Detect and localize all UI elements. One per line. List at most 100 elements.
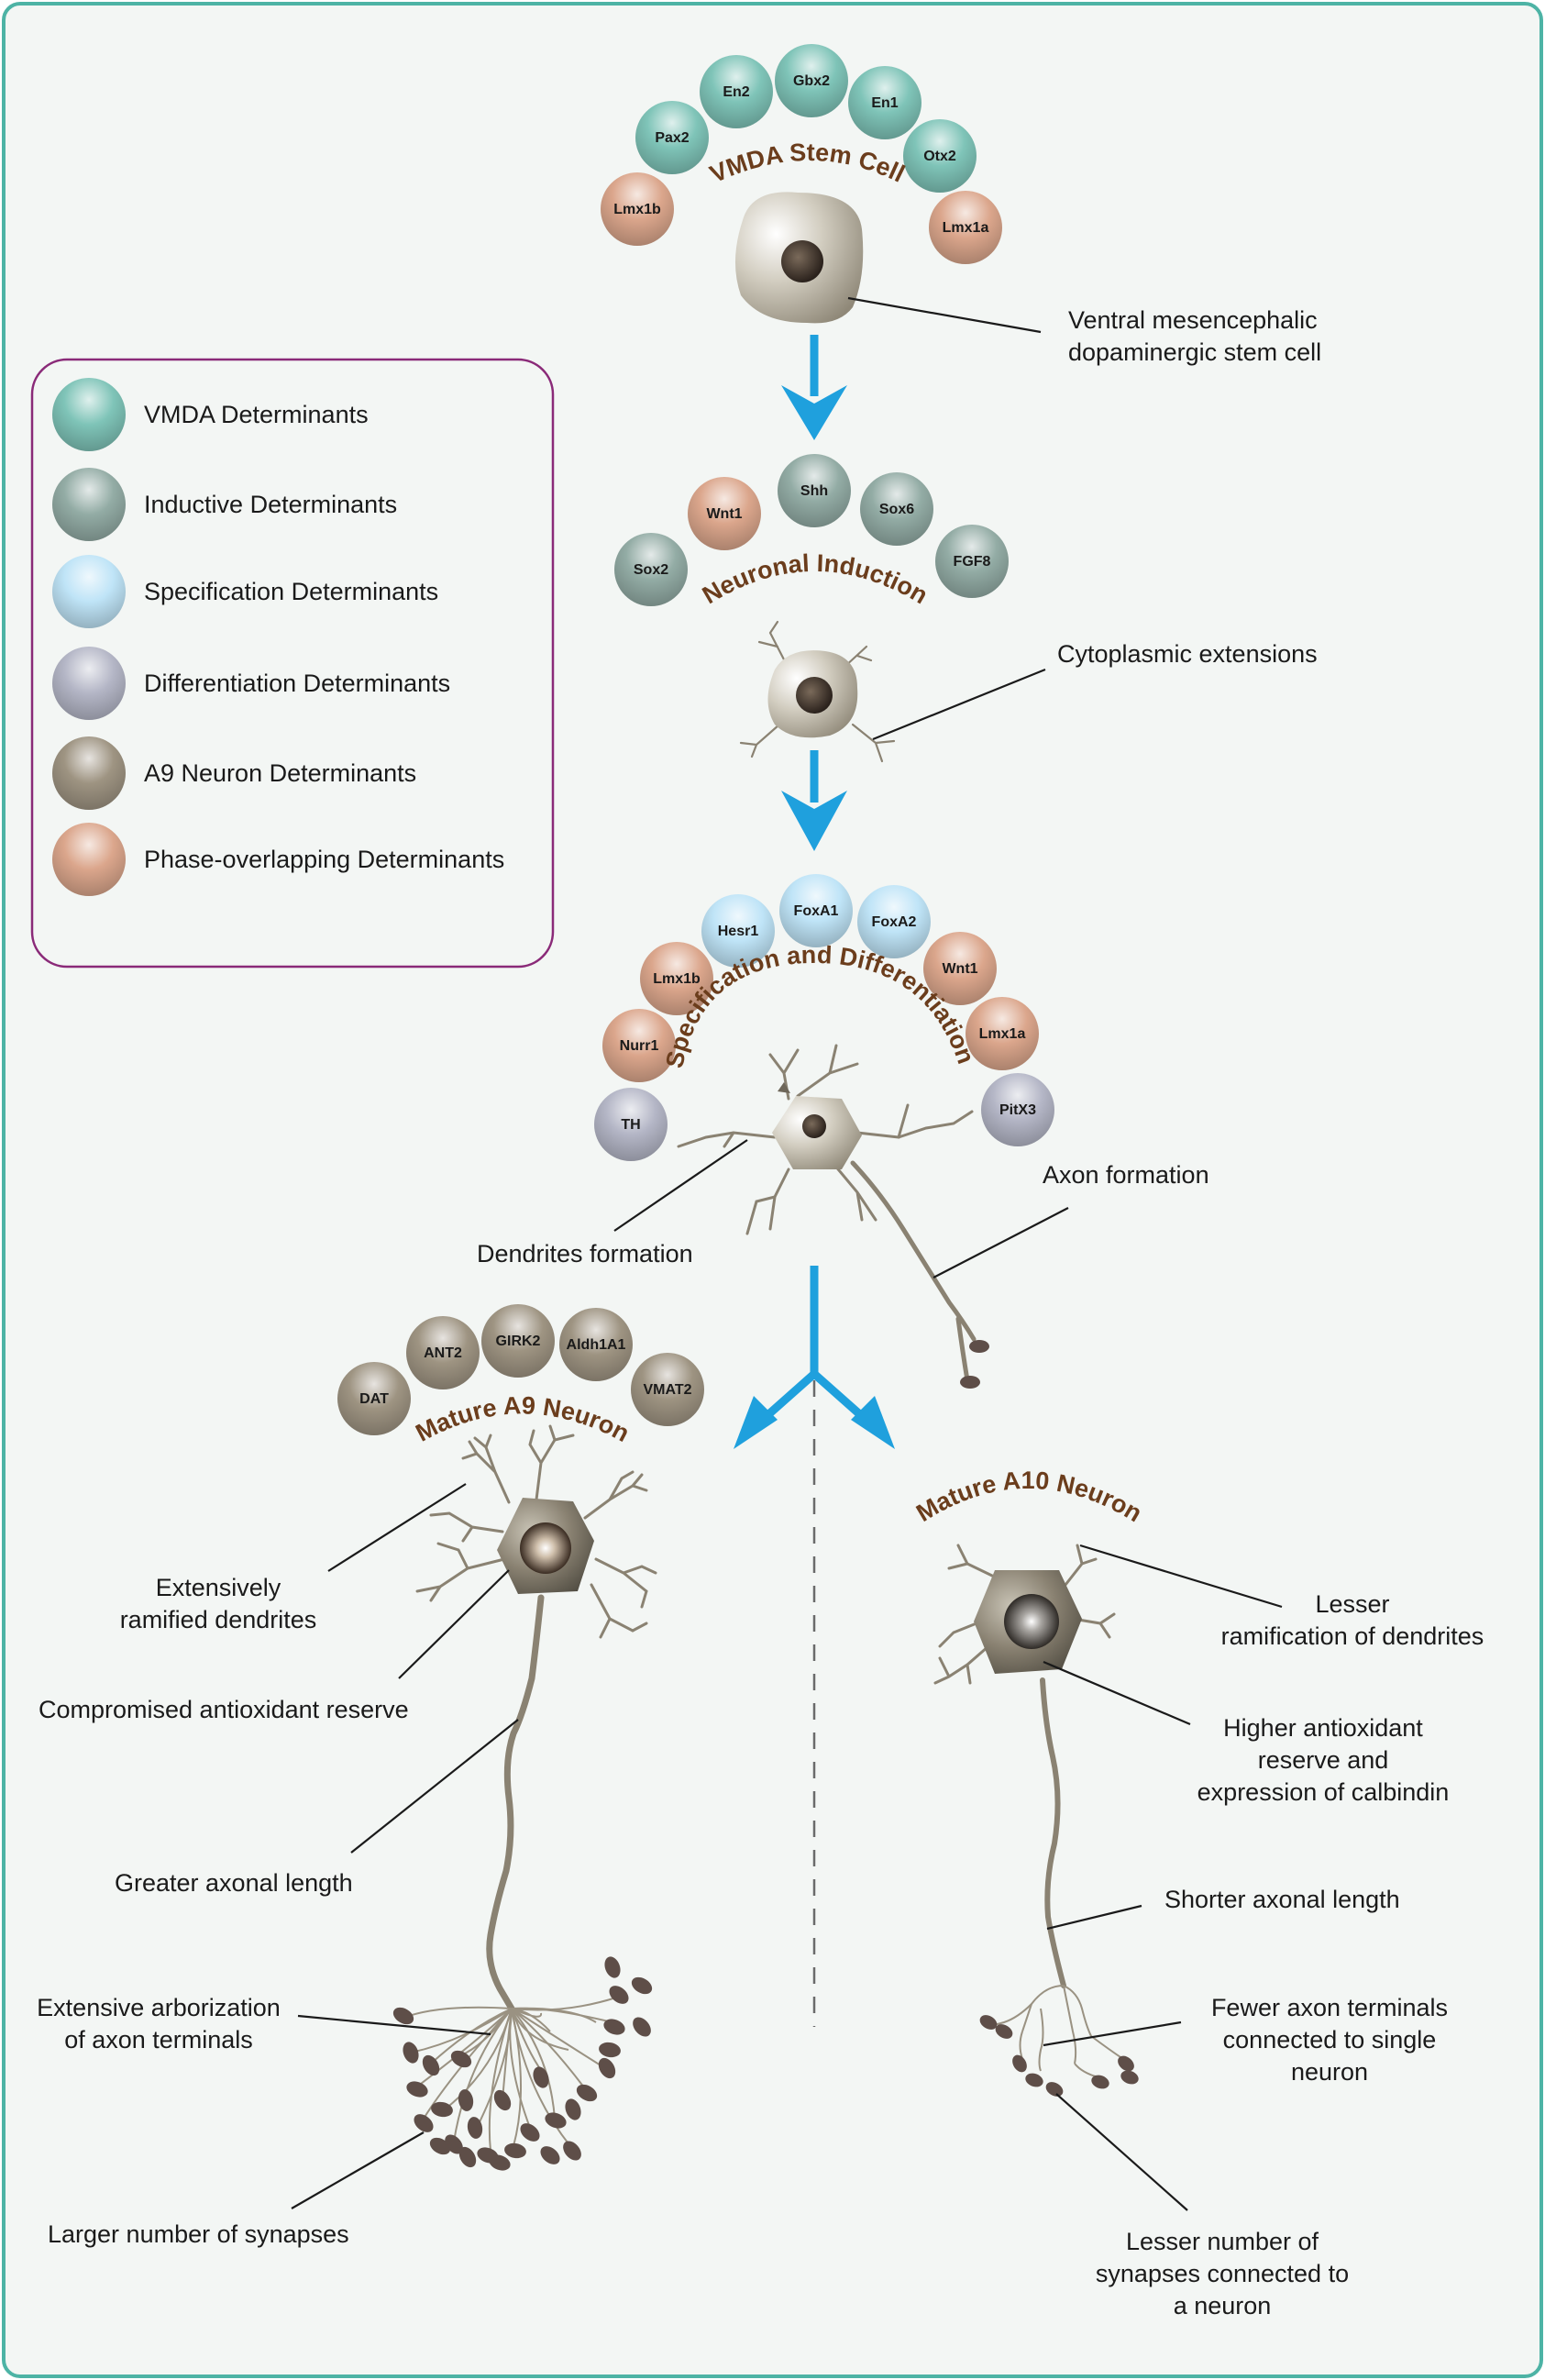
legend-box <box>30 358 555 969</box>
a9-synapse <box>392 2007 414 2025</box>
svg-text:PitX3: PitX3 <box>999 1102 1036 1118</box>
a10-synapses <box>979 2015 1139 2097</box>
a9-synapse <box>603 2019 625 2035</box>
stem-annotation-1: Ventral mesencephalic <box>1068 306 1318 334</box>
a9-synapse-leader <box>291 2131 425 2209</box>
induction-determinant-sox6: Sox6 <box>860 472 933 546</box>
svg-text:Shh: Shh <box>800 483 828 499</box>
specification-determinant-th: TH <box>594 1088 668 1161</box>
a10-cell-nucleus <box>1004 1594 1059 1649</box>
a9-synapse <box>429 2137 451 2155</box>
svg-text:FoxA1: FoxA1 <box>794 903 839 919</box>
legend-label-4: Differentiation Determinants <box>144 670 450 697</box>
svg-text:TH: TH <box>621 1117 640 1133</box>
spec-axon-leader <box>933 1207 1069 1279</box>
svg-text:VMAT2: VMAT2 <box>643 1382 691 1398</box>
legend-swatch-6 <box>52 823 126 896</box>
a9-terminal-leader <box>297 2014 491 2036</box>
stem-leader <box>847 296 1042 334</box>
specification-determinant-foxa1: FoxA1 <box>779 874 853 947</box>
induction-determinant-sox2: Sox2 <box>614 533 688 606</box>
a10-terminal-annotation-3: neuron <box>1291 2058 1368 2086</box>
a9-synapse <box>565 2098 581 2120</box>
svg-text:ANT2: ANT2 <box>424 1345 462 1361</box>
legend-label-1: VMDA Determinants <box>144 401 369 428</box>
legend-swatch-4 <box>52 647 126 720</box>
a9-dendrites <box>415 1424 657 1639</box>
a9-synapse <box>576 2084 598 2102</box>
a9-synapse <box>403 2042 419 2064</box>
a10-synapse-annotation-3: a neuron <box>1174 2292 1272 2319</box>
legend-label-5: A9 Neuron Determinants <box>144 759 416 787</box>
svg-text:Sox2: Sox2 <box>634 562 668 578</box>
a9-synapse <box>422 2054 440 2076</box>
legend-swatch-2 <box>52 468 126 541</box>
legend-swatch-3 <box>52 555 126 628</box>
a10-synapse-annotation-2: synapses connected to <box>1096 2260 1349 2287</box>
legend-swatch-1 <box>52 378 126 451</box>
a9-axon <box>486 1594 545 2012</box>
specification-determinant-foxa2: FoxA2 <box>857 885 931 958</box>
a10-dendrite-annotation-2: ramification of dendrites <box>1221 1622 1484 1650</box>
a9-synapse <box>458 2089 474 2111</box>
svg-text:Aldh1A1: Aldh1A1 <box>567 1337 626 1353</box>
svg-text:En1: En1 <box>871 95 898 111</box>
svg-text:Lmx1a: Lmx1a <box>979 1026 1026 1042</box>
a10-antioxidant-annotation-3: expression of calbindin <box>1197 1778 1450 1806</box>
a9-synapse <box>450 2050 472 2068</box>
specification-determinant-lmx1a: Lmx1a <box>966 997 1039 1070</box>
svg-text:FGF8: FGF8 <box>954 554 991 570</box>
a9-synapse <box>458 2146 477 2168</box>
stem-determinant-en1: En1 <box>848 66 921 139</box>
stem-determinant-pax2: Pax2 <box>635 101 709 174</box>
legend-label-2: Inductive Determinants <box>144 491 397 518</box>
svg-text:Lmx1a: Lmx1a <box>943 220 989 236</box>
a9-cell-nucleus <box>520 1522 571 1574</box>
a9-synapse <box>520 2123 540 2142</box>
a9-synapse <box>631 1976 653 1995</box>
specification-determinant-pitx3: PitX3 <box>981 1073 1054 1146</box>
arrow-down-2 <box>781 750 847 851</box>
svg-text:Pax2: Pax2 <box>655 130 689 146</box>
specification-determinant-lmx1b: Lmx1b <box>640 942 713 1015</box>
a10-dendrite-annotation-1: Lesser <box>1315 1590 1389 1618</box>
a9-determinant-vmat2: VMAT2 <box>631 1353 704 1426</box>
a9-dendrite-annotation-2: ramified dendrites <box>120 1606 317 1633</box>
stem-determinant-lmx1b: Lmx1b <box>601 172 674 246</box>
a9-determinant-aldh1a1: Aldh1A1 <box>559 1308 633 1381</box>
a10-stage: Mature A10 Neuron <box>911 1467 1484 2319</box>
svg-text:Lmx1b: Lmx1b <box>613 202 661 217</box>
stem-determinant-otx2: Otx2 <box>903 119 977 193</box>
a9-synapse <box>489 2154 511 2171</box>
a9-axon-leader <box>350 1719 519 1854</box>
svg-text:Otx2: Otx2 <box>923 149 956 164</box>
legend-label-6: Phase-overlapping Determinants <box>144 846 504 873</box>
stem-cell-nucleus <box>781 240 823 282</box>
a9-terminal-annotation-2: of axon terminals <box>64 2026 253 2053</box>
stem-determinant-en2: En2 <box>700 55 773 128</box>
a9-synapse <box>414 2114 434 2132</box>
stem-annotation-2: dopaminergic stem cell <box>1068 338 1321 366</box>
a10-terminal-annotation-1: Fewer axon terminals <box>1211 1994 1448 2021</box>
a9-determinant-girk2: GIRK2 <box>481 1304 555 1378</box>
a9-determinant-dat: DAT <box>337 1362 411 1435</box>
a10-axon-leader <box>1046 1904 1142 1931</box>
a10-axon <box>1040 1677 1066 1988</box>
a9-synapse <box>598 2057 616 2079</box>
a10-terminal-annotation-2: connected to single <box>1223 2026 1437 2053</box>
a9-axon-terminals <box>403 1997 617 2152</box>
a9-synapse <box>609 1986 629 2004</box>
split-arrow <box>734 1266 895 2027</box>
a9-synapse <box>599 2042 621 2058</box>
a9-antioxidant-leader <box>398 1569 510 1679</box>
a9-synapse <box>467 2117 483 2139</box>
specification-axon <box>850 1160 977 1383</box>
specification-determinant-wnt1: Wnt1 <box>923 932 997 1005</box>
stem-determinant-gbx2: Gbx2 <box>775 44 848 117</box>
